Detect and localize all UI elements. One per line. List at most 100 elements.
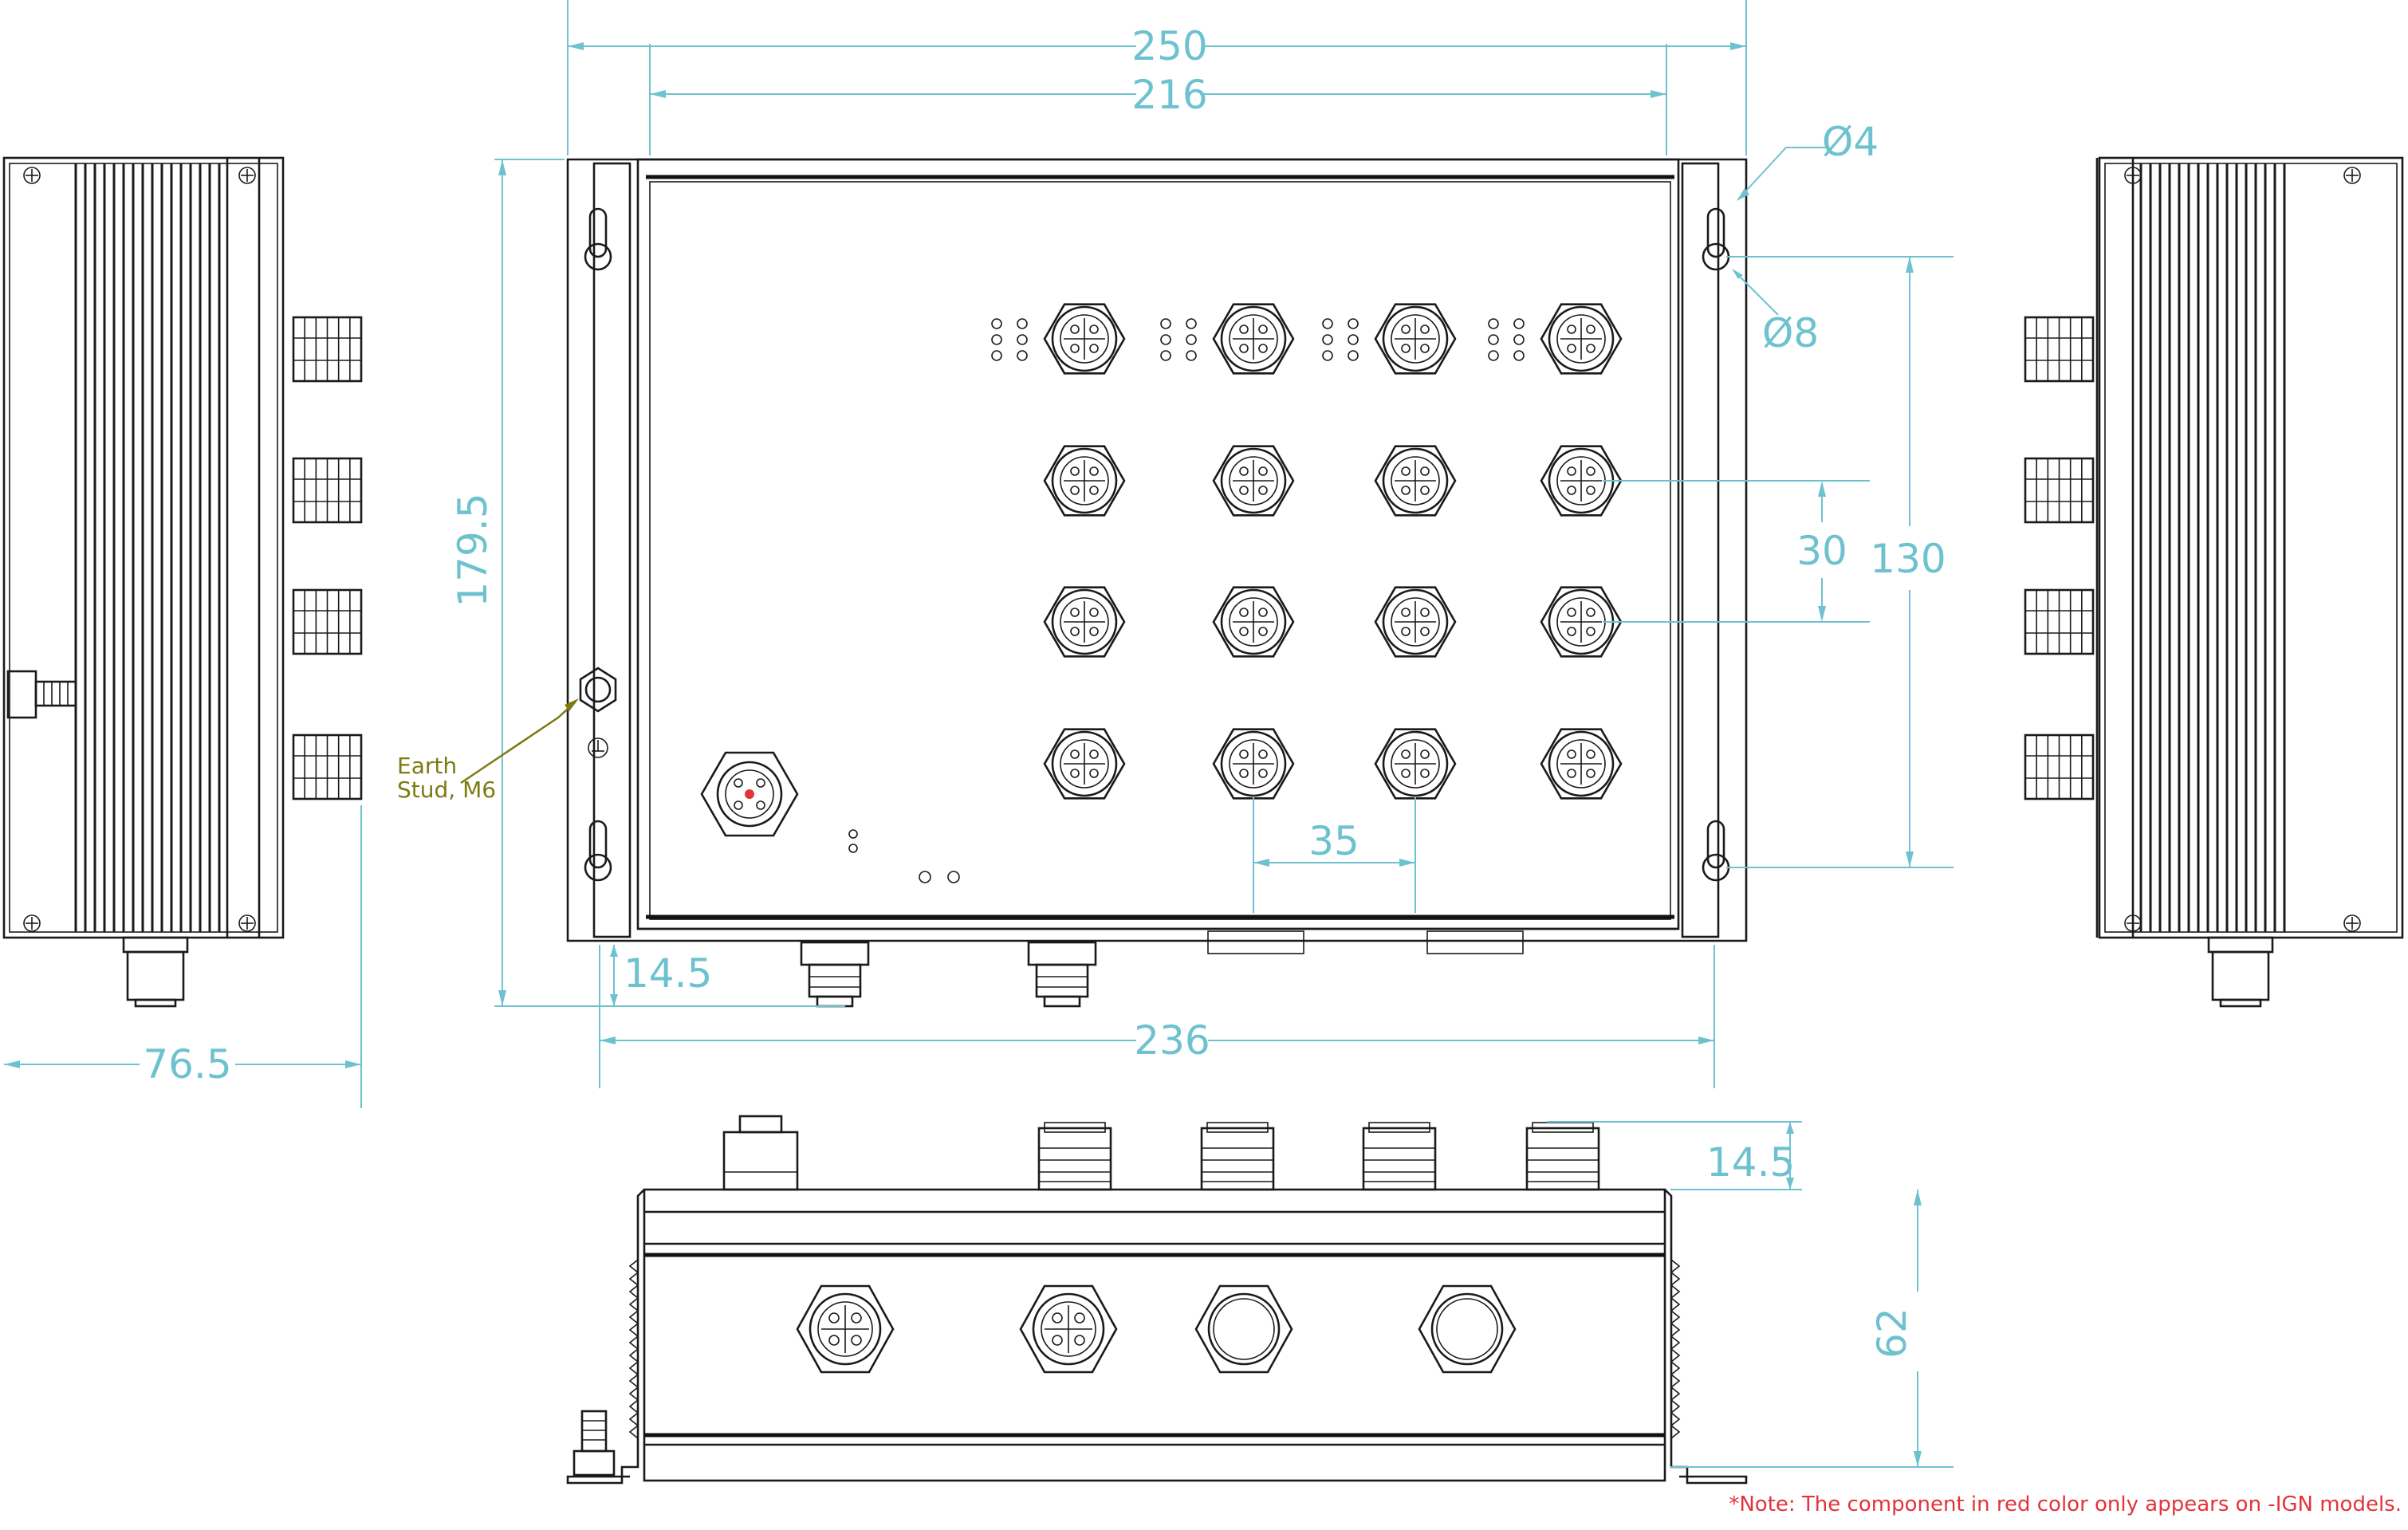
status-led xyxy=(1513,334,1525,345)
m12-port xyxy=(1043,728,1126,800)
left-side-view xyxy=(2,156,363,1008)
left-bottom-connector xyxy=(122,936,189,1008)
status-led xyxy=(1513,350,1525,361)
earth-stud-label-line1: Earth xyxy=(397,753,457,779)
left-cooling-fins xyxy=(74,163,221,932)
dim-port-row-pitch: 30 xyxy=(1796,528,1847,574)
m12-port-grid xyxy=(1043,303,1623,800)
bottom-gland-2 xyxy=(1426,930,1524,954)
top-connector xyxy=(1200,1122,1275,1191)
status-led xyxy=(1186,318,1197,329)
top-connector xyxy=(1037,1122,1112,1191)
bottom-connector-2 xyxy=(1027,941,1097,1008)
power-connector xyxy=(700,751,799,837)
dimension-lines xyxy=(4,0,1954,1468)
dim-connector-protrusion-front: 14.5 xyxy=(624,950,712,997)
earth-stud-annotation: Earth Stud, M6 xyxy=(397,698,579,803)
side-connector xyxy=(292,457,363,524)
status-led xyxy=(1488,334,1499,345)
right-side-connectors xyxy=(2024,316,2095,800)
dim-body-height: 62 xyxy=(1869,1308,1915,1359)
side-connector xyxy=(2024,316,2095,383)
dim-overall-height: 179.5 xyxy=(450,493,496,607)
keyhole-slot-bottom-right xyxy=(1702,820,1730,882)
right-side-body xyxy=(2098,156,2404,939)
status-led-groups xyxy=(991,318,1525,361)
keyhole-slot-top-left xyxy=(584,207,612,271)
mounting-plate-outline xyxy=(566,158,1748,942)
side-connector xyxy=(292,734,363,800)
m12-port xyxy=(1212,728,1295,800)
status-led xyxy=(1513,318,1525,329)
side-connector xyxy=(2024,734,2095,800)
status-led xyxy=(1322,318,1333,329)
front-housing xyxy=(636,158,1680,930)
dim-hole-spacing-width: 216 xyxy=(1131,72,1207,118)
m12-port xyxy=(1043,303,1126,375)
dim-connector-protrusion-bottom: 14.5 xyxy=(1706,1139,1795,1186)
status-led xyxy=(1322,334,1333,345)
dim-hole-small-dia: Ø4 xyxy=(1822,119,1879,165)
status-led xyxy=(1488,350,1499,361)
side-connector xyxy=(2024,457,2095,524)
dim-overall-width: 250 xyxy=(1131,23,1207,69)
bottom-top-power-connector xyxy=(722,1115,799,1191)
dim-hole-spacing-height: 130 xyxy=(1870,536,1946,582)
m12-port xyxy=(1043,586,1126,658)
status-led xyxy=(1160,334,1171,345)
status-led xyxy=(1017,318,1028,329)
bottom-m12-connector-1 xyxy=(796,1284,895,1374)
right-cooling-fins xyxy=(2139,163,2286,932)
right-screw-icon xyxy=(2124,167,2361,932)
red-pin xyxy=(745,789,754,799)
ign-model-note: *Note: The component in red color only a… xyxy=(1729,1493,2402,1516)
left-side-connectors xyxy=(292,316,363,800)
bottom-top-connectors xyxy=(1037,1122,1600,1191)
m12-port xyxy=(1043,445,1126,517)
bottom-m12-connector-2 xyxy=(1019,1284,1118,1374)
status-led xyxy=(1322,350,1333,361)
keyhole-slot-bottom-left xyxy=(584,820,612,882)
dimension-labels: 250 216 Ø4 Ø8 179.5 30 130 35 14.5 236 7… xyxy=(143,23,1946,1359)
dim-body-width: 236 xyxy=(1134,1017,1210,1064)
dim-hole-large-dia: Ø8 xyxy=(1762,310,1819,356)
bottom-view xyxy=(566,1115,1748,1485)
status-led xyxy=(1160,318,1171,329)
m12-port xyxy=(1374,728,1457,800)
m12-port xyxy=(1212,303,1295,375)
dim-side-depth: 76.5 xyxy=(143,1041,231,1088)
bottom-earth-stud xyxy=(572,1410,616,1477)
status-led xyxy=(1348,334,1359,345)
left-flange xyxy=(592,162,632,938)
status-led xyxy=(991,350,1002,361)
front-view xyxy=(566,158,1748,1008)
left-earth-stud xyxy=(6,670,77,719)
m12-port xyxy=(1212,445,1295,517)
status-led xyxy=(1017,334,1028,345)
bottom-side-ripples xyxy=(628,1259,1681,1439)
status-led xyxy=(991,334,1002,345)
m12-port xyxy=(1374,586,1457,658)
left-screw-icon xyxy=(23,167,256,932)
top-connector xyxy=(1362,1122,1437,1191)
bottom-connector-1 xyxy=(800,941,870,1008)
side-connector xyxy=(292,316,363,383)
right-side-view xyxy=(2024,156,2404,1008)
m12-port xyxy=(1374,303,1457,375)
keyhole-slot-top-right xyxy=(1702,207,1730,271)
earth-stud-label-line2: Stud, M6 xyxy=(397,777,496,803)
side-connector xyxy=(292,588,363,655)
dim-port-col-pitch: 35 xyxy=(1308,818,1359,864)
status-led xyxy=(1186,350,1197,361)
bottom-plug-2 xyxy=(1418,1284,1517,1374)
m12-port xyxy=(1212,586,1295,658)
status-led xyxy=(1488,318,1499,329)
m12-port xyxy=(1540,728,1623,800)
right-bottom-connector xyxy=(2207,936,2274,1008)
top-connector xyxy=(1525,1122,1600,1191)
earth-stud xyxy=(579,667,617,758)
m12-port xyxy=(1374,445,1457,517)
status-led xyxy=(1017,350,1028,361)
status-led xyxy=(1348,350,1359,361)
status-led xyxy=(991,318,1002,329)
